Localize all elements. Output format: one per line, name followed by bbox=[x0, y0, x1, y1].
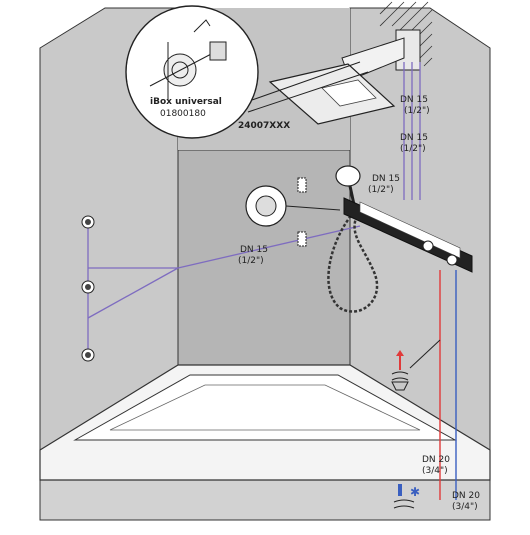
cold-water-icon: ✱ bbox=[393, 484, 420, 509]
pipe-inch-label: (3/4") bbox=[422, 466, 448, 476]
jet-icon bbox=[81, 215, 95, 229]
ibox-label: iBox universal bbox=[150, 97, 222, 107]
pipe-dn-label: DN 20 bbox=[422, 455, 450, 465]
pipe-inch-label: (1/2") bbox=[404, 106, 430, 116]
ibox-code: 01800180 bbox=[160, 109, 206, 119]
head-code: 24007XXX bbox=[238, 121, 290, 131]
pipe-dn-label: DN 15 bbox=[240, 245, 268, 255]
pipe-dn-label: DN 15 bbox=[400, 133, 428, 143]
hot-water-icon bbox=[391, 350, 409, 391]
pipe-dn-label: DN 15 bbox=[372, 174, 400, 184]
ibox-unit-icon bbox=[149, 19, 227, 100]
pipe-inch-label: (1/2") bbox=[400, 144, 426, 154]
pipe-inch-label: (3/4") bbox=[452, 502, 478, 512]
bathtub-basin bbox=[109, 384, 421, 431]
diverter-icon bbox=[297, 177, 307, 193]
shower-control-face bbox=[359, 201, 461, 259]
ibox-leader bbox=[251, 61, 361, 101]
pipe-inch-label: (1/2") bbox=[368, 185, 394, 195]
pipe-dn-label: DN 20 bbox=[452, 491, 480, 501]
pipe-inch-label: (1/2") bbox=[238, 256, 264, 266]
purple-pipes bbox=[87, 62, 421, 355]
back-wall bbox=[177, 149, 351, 373]
hot-leader bbox=[409, 339, 441, 369]
thermostat-inner bbox=[255, 195, 277, 217]
diverter-icon bbox=[297, 231, 307, 247]
thermostat-leader bbox=[285, 205, 341, 211]
control-knob bbox=[422, 240, 434, 252]
svg-text:✱: ✱ bbox=[410, 485, 420, 499]
jet-icon bbox=[81, 348, 95, 362]
ibox-leader bbox=[247, 71, 369, 113]
shower-hose bbox=[327, 211, 379, 313]
pipe-dn-label: DN 15 bbox=[400, 95, 428, 105]
jet-icon bbox=[81, 280, 95, 294]
control-knob bbox=[446, 254, 458, 266]
bathtub-inner bbox=[73, 374, 457, 441]
hand-shower bbox=[335, 165, 361, 187]
shower-head-face bbox=[321, 79, 377, 107]
